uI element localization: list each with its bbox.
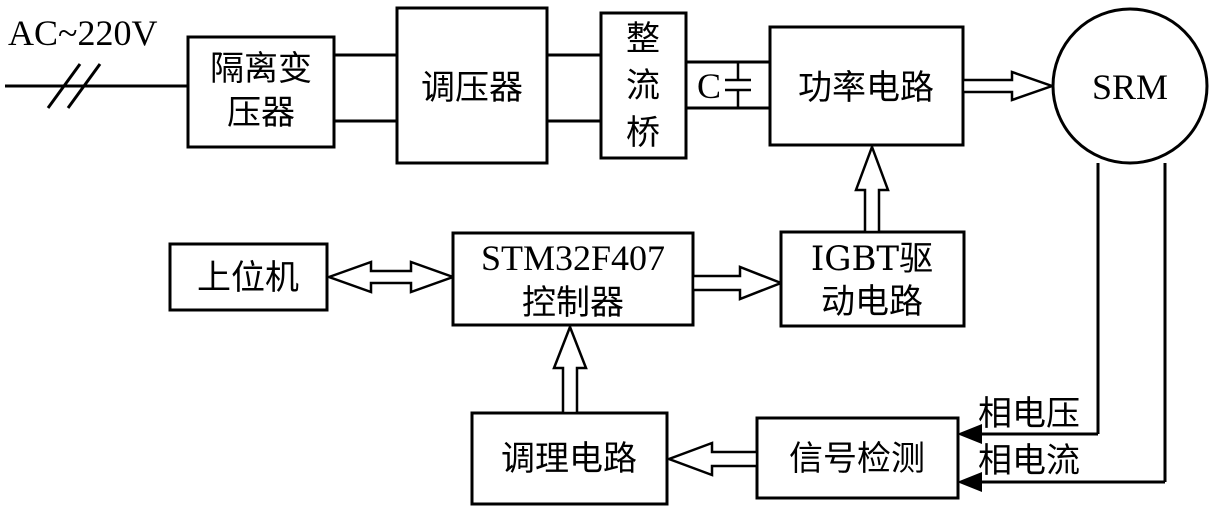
arrow-controller-to-igbt	[691, 265, 785, 301]
arrow-host-controller-bidirectional	[325, 260, 457, 294]
phase-current-arrowhead	[957, 472, 982, 492]
host-computer-label: 上位机	[197, 258, 299, 298]
rectifier-bridge-box	[599, 11, 688, 160]
wires-transformer-to-regulator	[334, 53, 397, 123]
dc-bus-wires	[686, 60, 770, 110]
controller-label-line1: STM32F407	[481, 238, 665, 278]
ac-source-label: AC~220V	[8, 13, 157, 53]
power-circuit-label: 功率电路	[798, 68, 934, 108]
capacitor-label: C	[697, 66, 721, 106]
signal-detection-box	[755, 416, 960, 500]
arrow-igbt-to-power	[854, 143, 890, 234]
signal-detection-label: 信号检测	[789, 439, 925, 479]
wires-regulator-to-rectifier	[547, 53, 601, 123]
srm-motor-label: SRM	[1092, 67, 1168, 107]
igbt-driver-box	[779, 230, 966, 328]
phase-voltage-arrowhead	[957, 424, 982, 444]
controller-label-line2: 控制器	[522, 283, 624, 323]
rectifier-bridge-label-char2: 流	[626, 66, 660, 106]
power-circuit-box	[768, 25, 965, 147]
feedback-arrowheads	[957, 424, 982, 492]
voltage-regulator-box	[395, 6, 549, 165]
ac-input-line	[5, 63, 188, 109]
isolation-transformer-box	[186, 35, 336, 149]
phase-current-label: 相电流	[978, 441, 1080, 481]
srm-motor-circle	[1051, 7, 1209, 165]
rectifier-bridge-label-char1: 整	[626, 19, 660, 59]
srm-feedback-lines	[980, 163, 1167, 484]
arrow-detection-to-conditioning	[665, 441, 759, 477]
isolation-transformer-label-line1: 隔离变	[210, 49, 312, 89]
capacitor-symbol	[725, 78, 751, 92]
arrow-conditioning-to-controller	[552, 323, 588, 415]
igbt-driver-label-line2: 动电路	[821, 282, 923, 322]
igbt-driver-label-line1: IGBT驱	[811, 239, 933, 279]
conditioning-circuit-label: 调理电路	[501, 439, 637, 479]
arrow-power-to-srm	[961, 70, 1056, 102]
phase-voltage-label: 相电压	[978, 394, 1080, 434]
controller-box	[451, 231, 695, 327]
rectifier-bridge-label-char3: 桥	[626, 113, 660, 153]
isolation-transformer-label-line2: 压器	[227, 93, 295, 133]
voltage-regulator-label: 调压器	[421, 68, 523, 108]
